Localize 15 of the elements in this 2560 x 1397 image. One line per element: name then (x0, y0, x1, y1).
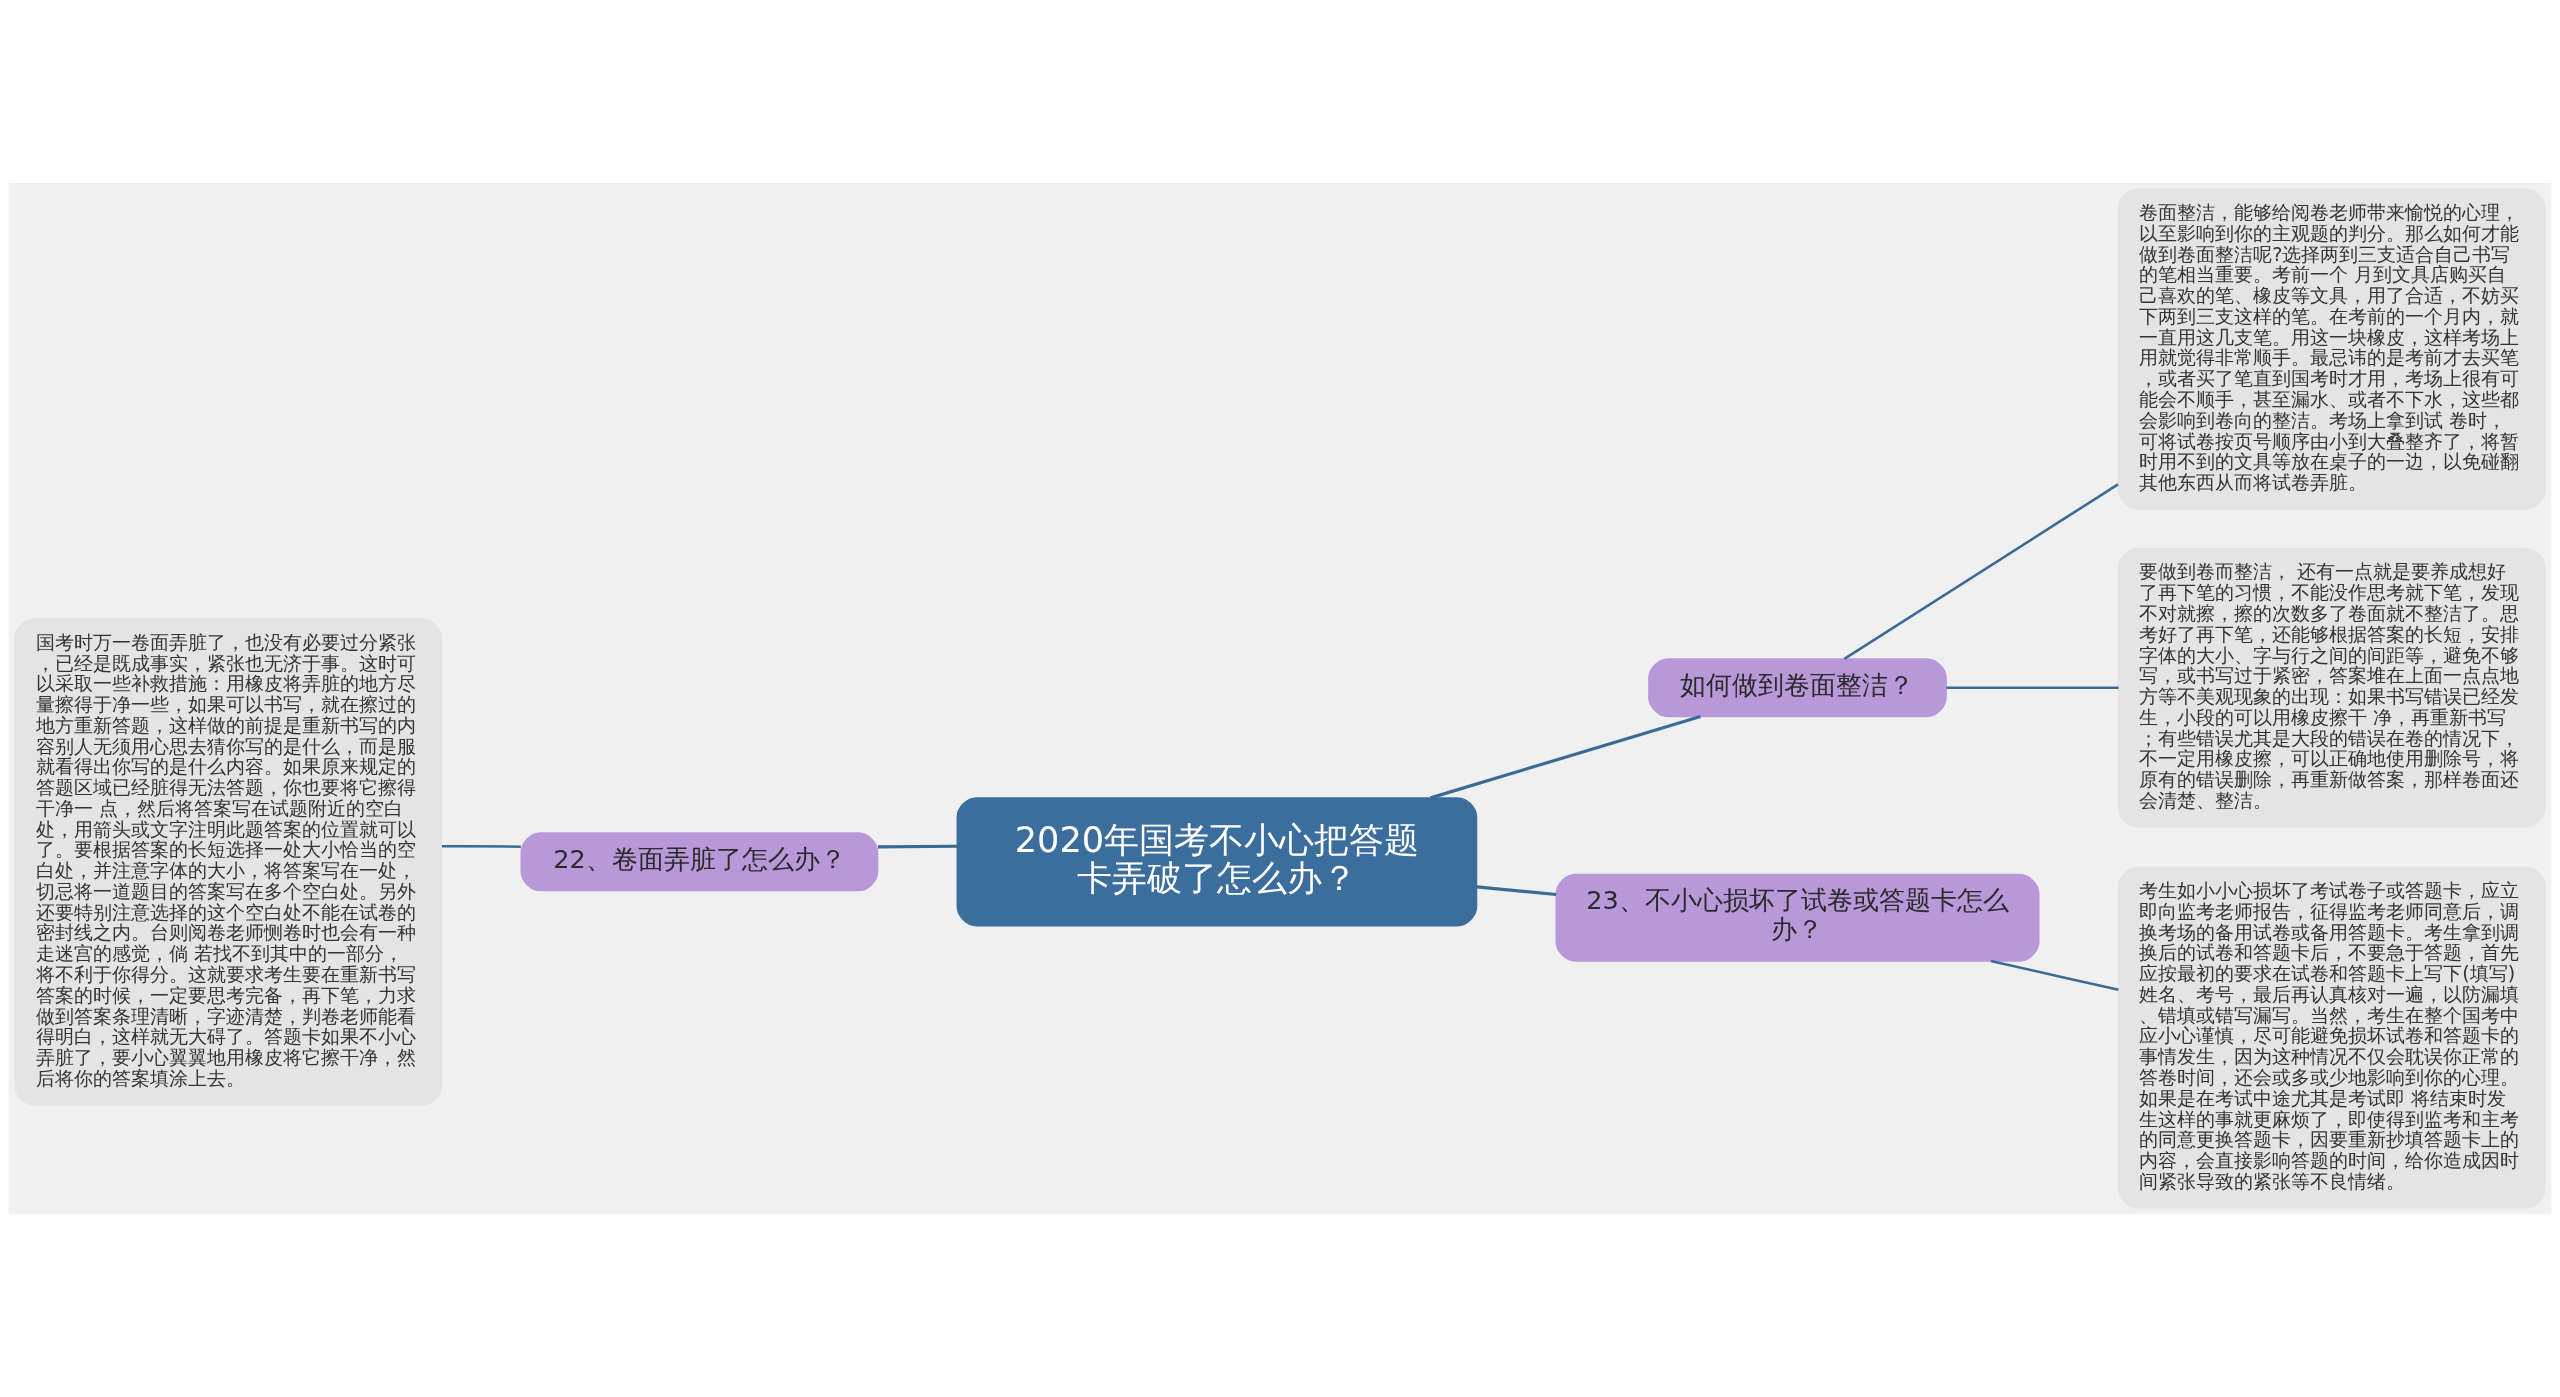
connector (1476, 885, 1557, 897)
connector (1990, 959, 2119, 991)
node-box: 国考时万一卷面弄脏了，也没有必要过分紧张，已经是既成事实，紧张也无济于事。这时可以采取一些补救措施：用橡皮将弄脏的地方尽量擦得于净一些，如果可以书写，就在擦过的地方重新答题，这样做的前提是重新书写的内容别人无须用心思去猜你写的是什么，而是服就看得出你写的是什么内容。如果原来规定的答题区域已经脏得无法答题，你也要将它擦得干净一 点，然后将答案写在试题附近的空白处，用箭头或文字注明此题答案的位置就可以了。要根据答案的长短选择一处大小恰当的空白处，并注意字体的大小，将答案写在一处，切忌将一道题目的答案写在多个空白处。另外还要特别注意选择的这个空白处不能在试卷的密封线之内。台则阅卷老师恻卷时也会有一种走迷宫的感觉，倘 若找不到其中的一部分，将不利于你得分。这就要求考生要在重新书写答案的时候，一定要思考完备，再下笔，力求做到答案条理清晰，字迹清楚，判卷老师能看得明白，这样就无大碍了。答题卡如果不小心弄脏了，要小心翼翼地用橡皮将它擦干净，然后将你的答案填涂上去。 (14, 618, 443, 1106)
connector (441, 844, 521, 848)
node-box: 22、卷面弄脏了怎么办？ (520, 832, 879, 892)
connector (877, 844, 958, 849)
node-box: 23、不小心损坏了试卷或答题卡怎么办？ (1555, 873, 2040, 962)
node-box: 卷面整洁，能够给阅卷老师带来愉悦的心理，以至影响到你的主观题的判分。那么如何才能做到卷面整洁呢?选择两到三支适合自己书写的笔相当重要。考前一个 月到文具店购买自己喜欢的笔、橡皮等文具，用了合适，不妨买下两到三支这样的笔。在考前的一个月内，就一直用这几支笔。用这一块橡皮，这样考场上用就觉得非常顺手。最忌讳的是考前才去买笔，或者买了笔直到国考时才用，考场上很有可能会不顺手，甚至漏水、或者不下水，这些都会影响到卷向的整洁。考场上拿到试 卷时，可将试卷按页号顺序由小到大叠整齐了，将暂时用不到的文具等放在桌子的一边，以免碰翻其他东西从而将试卷弄脏。 (2117, 188, 2546, 510)
node-box: 要做到卷而整洁， 还有一点就是要养成想好了再下笔的习惯，不能没作思考就下笔，发现不对就擦，擦的次数多了卷面就不整洁了。思考好了再下笔，还能够根据答案的长短，安排字体的大小、字与行之间的间距等，避免不够写，或书写过于紧密，答案堆在上面一点点地方等不美观现象的出现：如果书写错误已经发生，小段的可以用橡皮擦干 净，再重新书写；有些错误尤其是大段的错误在卷的情况下，不一定用橡皮擦，可以正确地使用删除号，将原有的错误删除，再重新做答案，那样卷面还会清楚、整洁。 (2117, 547, 2546, 828)
connector (1843, 483, 2119, 660)
connector (1946, 686, 2119, 689)
node-box: 如何做到卷面整洁？ (1648, 658, 1947, 718)
node-box: 2020年国考不小心把答题卡弄破了怎么办？ (956, 797, 1478, 927)
connector (1430, 714, 1701, 800)
node-box: 考生如小小心损坏了考试卷子或答题卡，应立即向监考老师报告，征得监考老师同意后，调换考场的备用试卷或备用答题卡。考生拿到调换后的试卷和答题卡后，不要急于答题，首先应按最初的要求在试卷和答题卡上写下(填写)姓名、考号，最后再认真核对一遍，以防漏填、错填或错写漏写。当然，考生在整个国考中应小心谨慎，尽可能避免损坏试卷和答题卡的事情发生，因为这种情况不仅会耽误你正常的答卷时间，还会或多或少地影响到你的心理。如果是在考试中途尤其是考试即 将结束时发生这样的事就更麻烦了，即使得到监考和主考的同意更换答题卡，因要重新抄填答题卡上的内容，会直接影响答题的时间，给你造成因时间紧张导致的紧张等不良情绪。 (2117, 866, 2546, 1209)
